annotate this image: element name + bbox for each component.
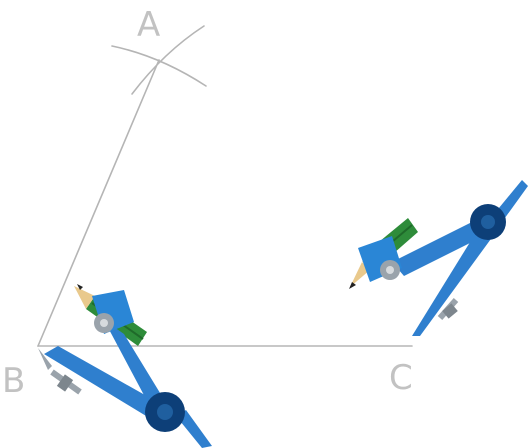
point-label-b: B: [2, 361, 25, 401]
compass-icon: [38, 284, 212, 448]
arc-from-b: [111, 45, 207, 87]
point-label-c: C: [389, 358, 413, 398]
arc-from-c: [131, 25, 205, 95]
point-label-a: A: [137, 5, 160, 45]
construction-lines: [37, 25, 413, 347]
segment-ab: [37, 59, 160, 347]
compass-icon: [349, 180, 528, 336]
